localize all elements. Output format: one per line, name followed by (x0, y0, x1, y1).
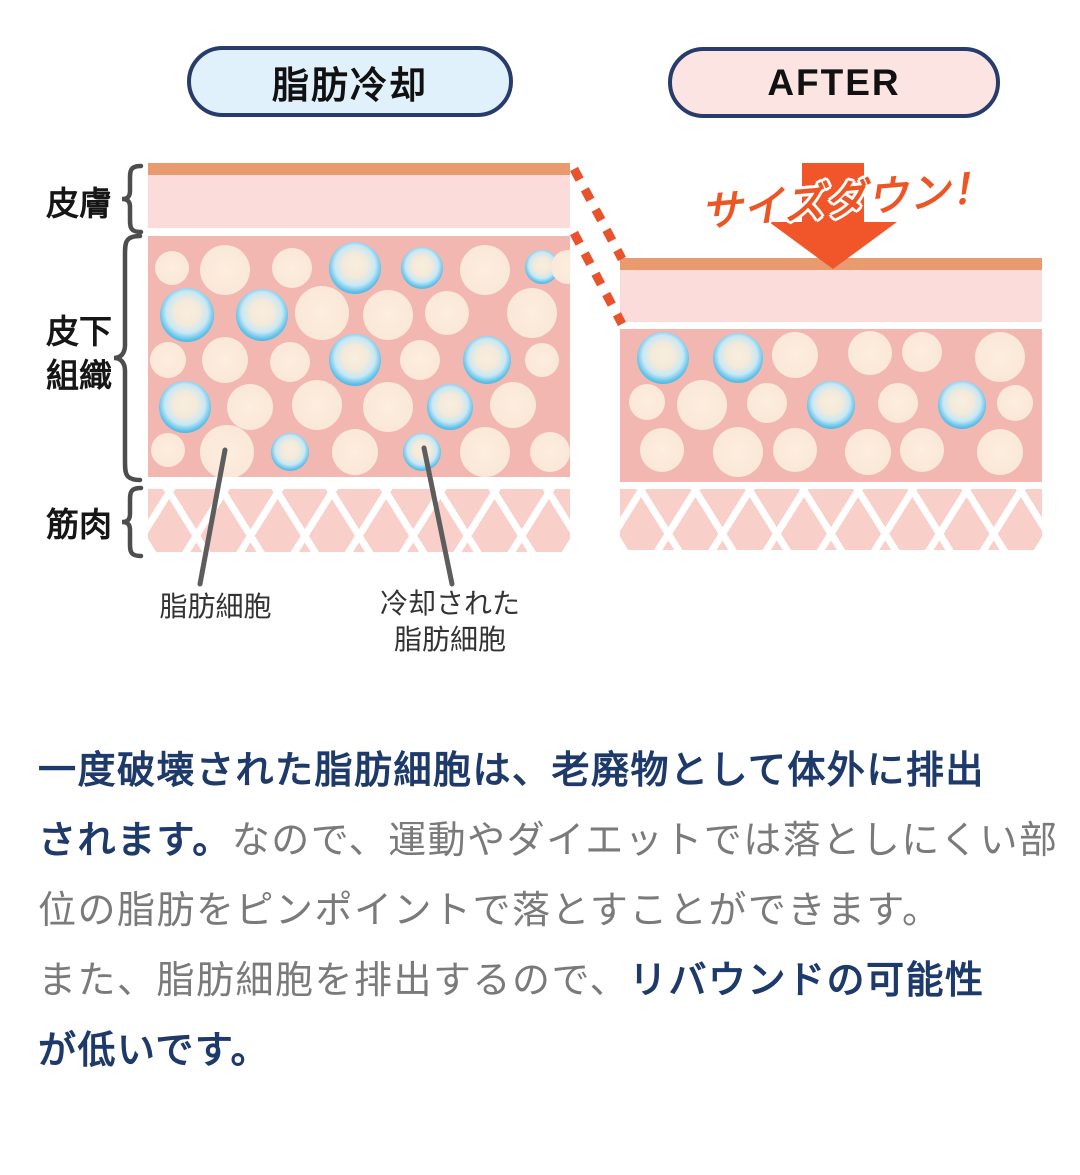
fat-cell (977, 429, 1023, 475)
fat-cell (530, 432, 570, 472)
compression-dash-line-top (570, 166, 626, 262)
fat-cell (713, 427, 763, 477)
cooled-fat-cell (807, 381, 855, 429)
cooled-fat-cell (329, 334, 381, 386)
paragraph-segment: 一度破壊された脂肪細胞は、老廃物として体外に排出 (38, 750, 985, 792)
fat-cell (460, 427, 510, 477)
fat-cell (490, 382, 536, 428)
fat-cell (400, 340, 440, 380)
before-muscle-layer (148, 489, 570, 552)
fat-cell (425, 291, 469, 335)
fat-cell (997, 385, 1033, 421)
after-epidermis-strip (620, 258, 1042, 270)
after-subcutaneous-layer (620, 329, 1042, 482)
fat-cell (525, 343, 559, 377)
fat-cell (902, 332, 942, 372)
fat-cell (272, 248, 312, 288)
fat-cell (200, 425, 254, 477)
subcutaneous-layer-label: 皮下 組織 (46, 313, 112, 394)
before-badge: 脂肪冷却 (187, 46, 513, 117)
fat-cell (292, 380, 342, 430)
paragraph-segment: されます。 (38, 820, 232, 862)
cooled-fat-cell (463, 336, 511, 384)
fat-cell (551, 250, 570, 284)
fat-cell (200, 245, 250, 295)
cooled-fat-cell-annotation: 冷却された 脂肪細胞 (379, 588, 520, 655)
paragraph-segment: リバウンドの可能性 (628, 960, 985, 1002)
fat-cell (227, 384, 273, 430)
paragraph-segment: が低いです。 (38, 1030, 271, 1072)
paragraph-segment: なので、運動やダイエットでは落としにくい部 (231, 820, 1059, 862)
fat-cell (363, 382, 413, 432)
fat-cell (507, 288, 557, 338)
fat-cell (155, 251, 189, 285)
fat-cell (878, 383, 918, 423)
fat-cell (900, 428, 944, 472)
cooled-fat-cell (938, 381, 986, 429)
fat-cell (629, 384, 665, 420)
fat-cell (151, 433, 185, 467)
fat-cell (202, 337, 248, 383)
fat-cell (848, 331, 892, 375)
before-epidermis-strip (148, 163, 570, 175)
muscle-layer-label: 筋肉 (46, 506, 112, 543)
cooled-fat-cell (401, 247, 443, 289)
fat-cell (460, 245, 510, 295)
after-badge: AFTER (668, 47, 1000, 118)
paragraph-segment: 位の脂肪をピンポイントで落とすことができます。 (38, 890, 942, 932)
muscle-brace (121, 485, 144, 559)
cooled-fat-cell (236, 289, 288, 341)
after-badge-label: AFTER (767, 61, 901, 103)
skin-brace (121, 163, 144, 235)
fat-cell (270, 342, 310, 382)
fat-cell (640, 428, 684, 472)
fat-cell (773, 428, 817, 472)
paragraph-segment: また、脂肪細胞を排出するので、 (38, 960, 629, 1002)
fat-cell-annotation: 脂肪細胞 (159, 591, 272, 622)
before-badge-label: 脂肪冷却 (272, 64, 428, 106)
fat-cell (772, 332, 818, 378)
fat-cell (747, 383, 787, 423)
before-subcutaneous-layer (148, 236, 570, 477)
cooled-fat-cell (637, 332, 689, 384)
fat-cell (845, 429, 891, 475)
cooled-fat-cell (160, 288, 214, 342)
cooled-fat-cell (713, 333, 763, 383)
fat-cell (295, 286, 349, 340)
fat-cell (332, 429, 378, 475)
compression-dash-line-bottom (570, 230, 626, 327)
after-dermis-layer (620, 270, 1042, 322)
after-muscle-layer (620, 489, 1042, 550)
fat-cell (975, 332, 1025, 382)
cooled-fat-cell (271, 433, 309, 471)
fat-cell (363, 290, 413, 340)
cooled-fat-cell (329, 242, 381, 294)
cooled-fat-cell (427, 384, 473, 430)
description-text: 一度破壊された脂肪細胞は、老廃物として体外に排出されます。なので、運動やダイエッ… (38, 736, 1080, 1086)
fat-cell (150, 342, 186, 378)
cooled-fat-cell (159, 381, 211, 433)
cooled-fat-cell (403, 433, 441, 471)
fat-cell (677, 380, 727, 430)
size-down-label: サイズダウン！ (698, 164, 995, 236)
skin-layer-label: 皮膚 (46, 185, 112, 222)
before-dermis-layer (148, 175, 570, 228)
